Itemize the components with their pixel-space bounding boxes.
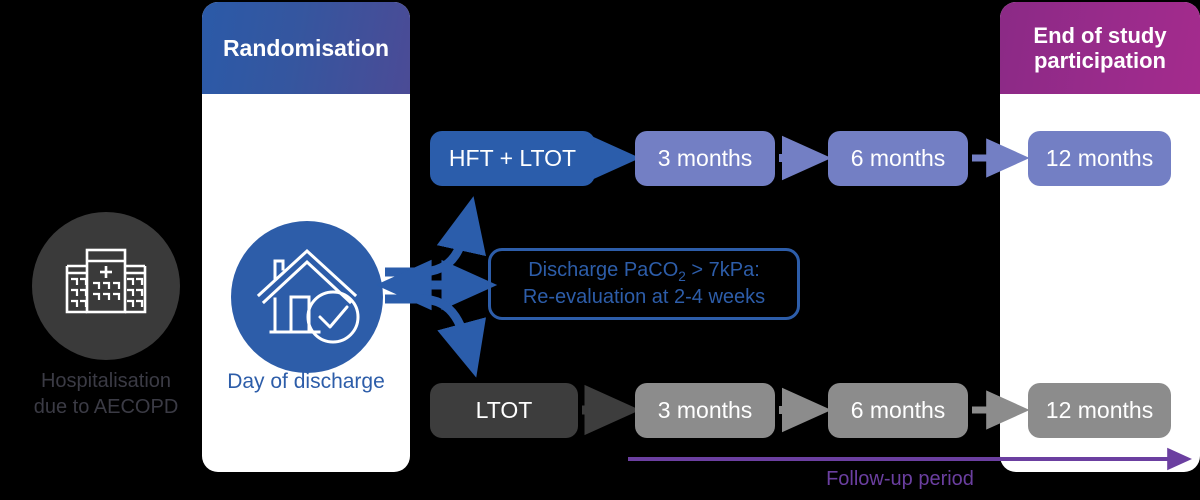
- pill-hft-ltot[interactable]: HFT + LTOT: [430, 131, 595, 186]
- paco2-callout-line1: Discharge PaCO2 > 7kPa:: [528, 258, 760, 285]
- hospitalisation-label-line2: due to AECOPD: [33, 396, 179, 418]
- pill-intervention-3-months[interactable]: 3 months: [635, 131, 775, 186]
- paco2-subscript: 2: [678, 268, 686, 284]
- hospitalisation-node: [32, 212, 180, 360]
- paco2-callout-line2: Re-evaluation at 2-4 weeks: [522, 285, 766, 308]
- pill-control-6-months[interactable]: 6 months: [828, 383, 968, 438]
- hospitalisation-label-line1: Hospitalisation: [40, 370, 172, 392]
- pill-ltot[interactable]: LTOT: [430, 383, 578, 438]
- day-of-discharge-label: Day of discharge: [227, 370, 385, 393]
- house-check-icon: [256, 248, 360, 344]
- day-of-discharge-node: [231, 221, 383, 373]
- end-of-study-header-line1: End of study: [1033, 22, 1167, 48]
- pill-control-12-months[interactable]: 12 months: [1028, 383, 1171, 438]
- end-of-study-header: End of study participation: [1000, 2, 1200, 94]
- hospital-building-icon: [65, 248, 147, 314]
- randomisation-header: Randomisation: [202, 2, 410, 94]
- pill-intervention-12-months[interactable]: 12 months: [1028, 131, 1171, 186]
- end-of-study-header-line2: participation: [1033, 48, 1166, 73]
- follow-up-label: Follow-up period: [826, 468, 974, 490]
- paco2-callout: Discharge PaCO2 > 7kPa: Re-evaluation at…: [488, 248, 800, 320]
- pill-intervention-6-months[interactable]: 6 months: [828, 131, 968, 186]
- pill-control-3-months[interactable]: 3 months: [635, 383, 775, 438]
- paco2-callout-line1-prefix: Discharge PaCO: [528, 258, 679, 281]
- hospitalisation-label: Hospitalisation due to AECOPD: [0, 368, 212, 420]
- paco2-callout-line1-suffix: > 7kPa:: [685, 258, 760, 281]
